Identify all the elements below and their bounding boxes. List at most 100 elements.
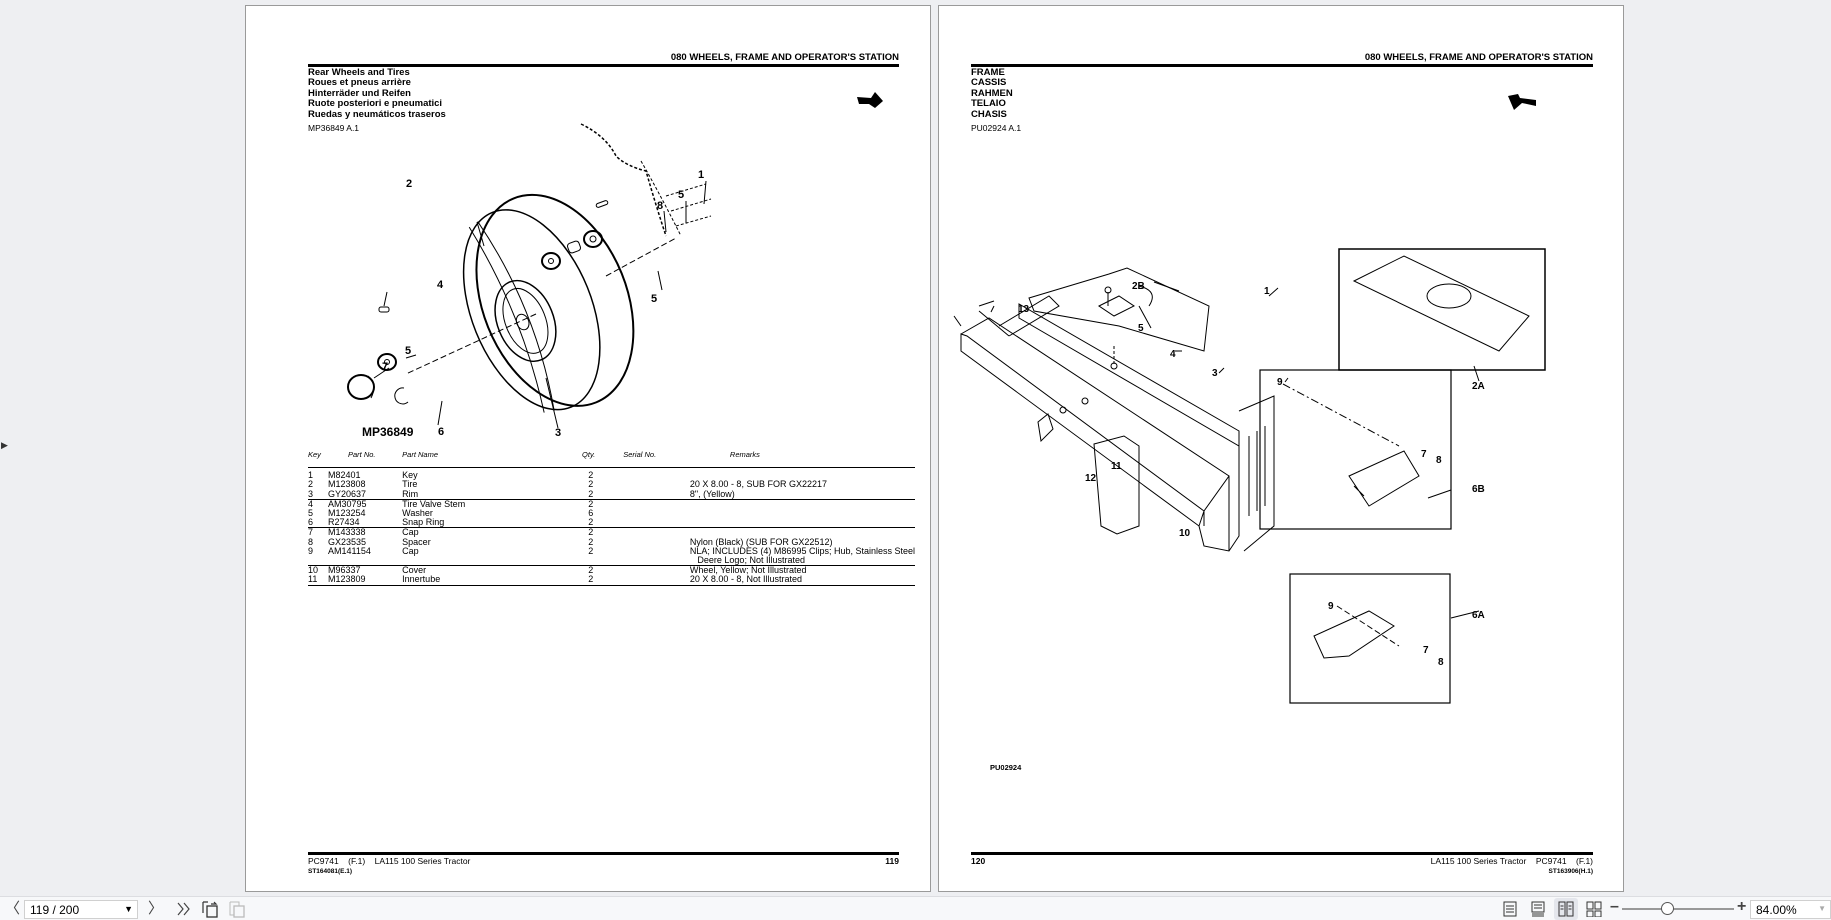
page-indicator: 119 / 200 (30, 903, 80, 917)
cell-part-no: M123809 (328, 574, 366, 585)
sidebar-expand-arrow[interactable]: ▶ (1, 440, 8, 450)
footer-rule (971, 852, 1593, 855)
chevron-down-icon[interactable]: ▼ (124, 904, 133, 914)
cell-remarks: 20 X 8.00 - 8, Not Illustrated (689, 574, 802, 585)
footer-right: LA115 100 Series Tractor PC9741 (F.1) (1431, 856, 1593, 866)
diagram-id: MP36849 (362, 425, 414, 439)
callout-6: 6 (438, 426, 445, 438)
next-page-button[interactable]: 〉 (148, 900, 164, 917)
last-page-icon[interactable] (176, 902, 192, 916)
cell-key: 10 (308, 565, 319, 576)
page-number-input[interactable]: 119 / 200 ▼ (24, 900, 138, 919)
callout-7: 7 (382, 361, 389, 373)
cell-part-name: Cap (402, 545, 419, 556)
cell-part-no: GX23535 (328, 536, 367, 547)
chevron-down-icon[interactable]: ▼ (1818, 904, 1826, 913)
facing-view-button[interactable] (1554, 898, 1578, 920)
cell-key: 6 (308, 517, 314, 528)
page-compare-icon (229, 901, 245, 918)
page-titles: Rear Wheels and Tires Roues et pneus arr… (308, 67, 446, 120)
cell-remarks: NLA; INCLUDES (4) M86995 Clips; Hub, Sta… (689, 545, 915, 556)
rotate-page-icon[interactable] (202, 901, 218, 918)
callout-8: 8 (657, 200, 664, 212)
cell-remarks (690, 518, 915, 528)
page-number: 119 (885, 856, 899, 866)
footer-code: PC9741 (308, 856, 339, 866)
zoom-slider-track[interactable] (1622, 908, 1734, 910)
cell-remarks: Deere Logo; Not Illustrated (689, 555, 805, 566)
callout-3: 3 (555, 427, 562, 439)
cell-serial (623, 480, 690, 489)
footer-rev: (F.1) (348, 856, 366, 866)
cell-part-name: Innertube (402, 574, 441, 585)
cell-qty: 2 (588, 545, 594, 556)
callout-4: 4 (1170, 349, 1176, 360)
diagram-id: PU02924 (990, 763, 1022, 772)
cell-qty: 2 (588, 536, 594, 547)
facing-view-icon (1558, 901, 1574, 917)
callout-9: 9 (1328, 601, 1334, 612)
footer-model: LA115 100 Series Tractor (1430, 856, 1527, 866)
cell-qty: 6 (588, 508, 594, 519)
footer-left: PC9741 (F.1) LA115 100 Series Tractor (308, 856, 470, 866)
zoom-level-input[interactable]: 84.00% ▼ (1750, 900, 1831, 919)
footer-code: PC9741 (1535, 856, 1567, 866)
title-es: Ruedas y neumáticos traseros (308, 108, 446, 120)
cell-qty: 2 (588, 498, 594, 509)
callout-1: 1 (698, 169, 705, 181)
back-arrow-icon (1508, 94, 1536, 110)
cell-key: 1 (308, 470, 314, 481)
cell-qty: 2 (588, 517, 594, 528)
page-number: 120 (971, 856, 986, 866)
single-page-view-icon[interactable] (1503, 901, 1517, 917)
continuous-view-icon[interactable] (1531, 901, 1545, 917)
cell-part-no: AM141154 (328, 545, 371, 556)
title-de: RAHMEN (971, 87, 1013, 99)
cell-serial (623, 509, 690, 518)
col-part-name: Part Name (402, 450, 439, 459)
callout-8: 8 (1438, 657, 1444, 668)
cell-serial (623, 499, 690, 509)
cell-part-name: Rim (402, 488, 419, 499)
page-titles: FRAME CASSIS RAHMEN TELAIO CHASIS (971, 67, 1013, 120)
cell-part-name: Key (402, 470, 418, 481)
title-en: FRAME (971, 67, 1005, 78)
cell-qty: 2 (588, 488, 594, 499)
cell-qty: 2 (588, 574, 594, 585)
cell-serial (623, 556, 690, 566)
facing-continuous-view-icon[interactable] (1586, 901, 1602, 917)
title-it: Ruote posteriori e pneumatici (308, 98, 443, 110)
cell-remarks: 8", (Yellow) (689, 488, 735, 499)
bottom-toolbar: 〈 119 / 200 ▼ 〉 – + 84.00% ▼ (0, 896, 1831, 920)
title-en: Rear Wheels and Tires (308, 67, 410, 78)
cell-key: 4 (308, 498, 314, 509)
zoom-level: 84.00% (1756, 903, 1797, 917)
cell-serial (623, 490, 690, 500)
zoom-in-button[interactable]: + (1737, 898, 1747, 915)
callout-2a: 2A (1472, 381, 1485, 392)
cell-remarks (690, 499, 915, 509)
zoom-out-button[interactable]: – (1610, 898, 1619, 915)
callout-8: 8 (1436, 455, 1442, 466)
cell-part-no: M143338 (328, 527, 366, 538)
cell-remarks (690, 509, 915, 518)
prev-page-button[interactable]: 〈 (5, 900, 21, 917)
parts-table: Key Part No. Part Name Qty. Serial No. R… (308, 450, 915, 586)
section-header: 080 WHEELS, FRAME AND OPERATOR'S STATION (1364, 52, 1593, 63)
cell-key: 2 (308, 479, 314, 490)
callout-1: 1 (1264, 286, 1270, 297)
ref-code: PU02924 A.1 (971, 123, 1022, 133)
zoom-slider-handle[interactable] (1660, 902, 1674, 915)
callout-12: 12 (1085, 473, 1097, 484)
ref-code: MP36849 A.1 (308, 123, 360, 133)
callout-6a: 6A (1472, 610, 1485, 621)
